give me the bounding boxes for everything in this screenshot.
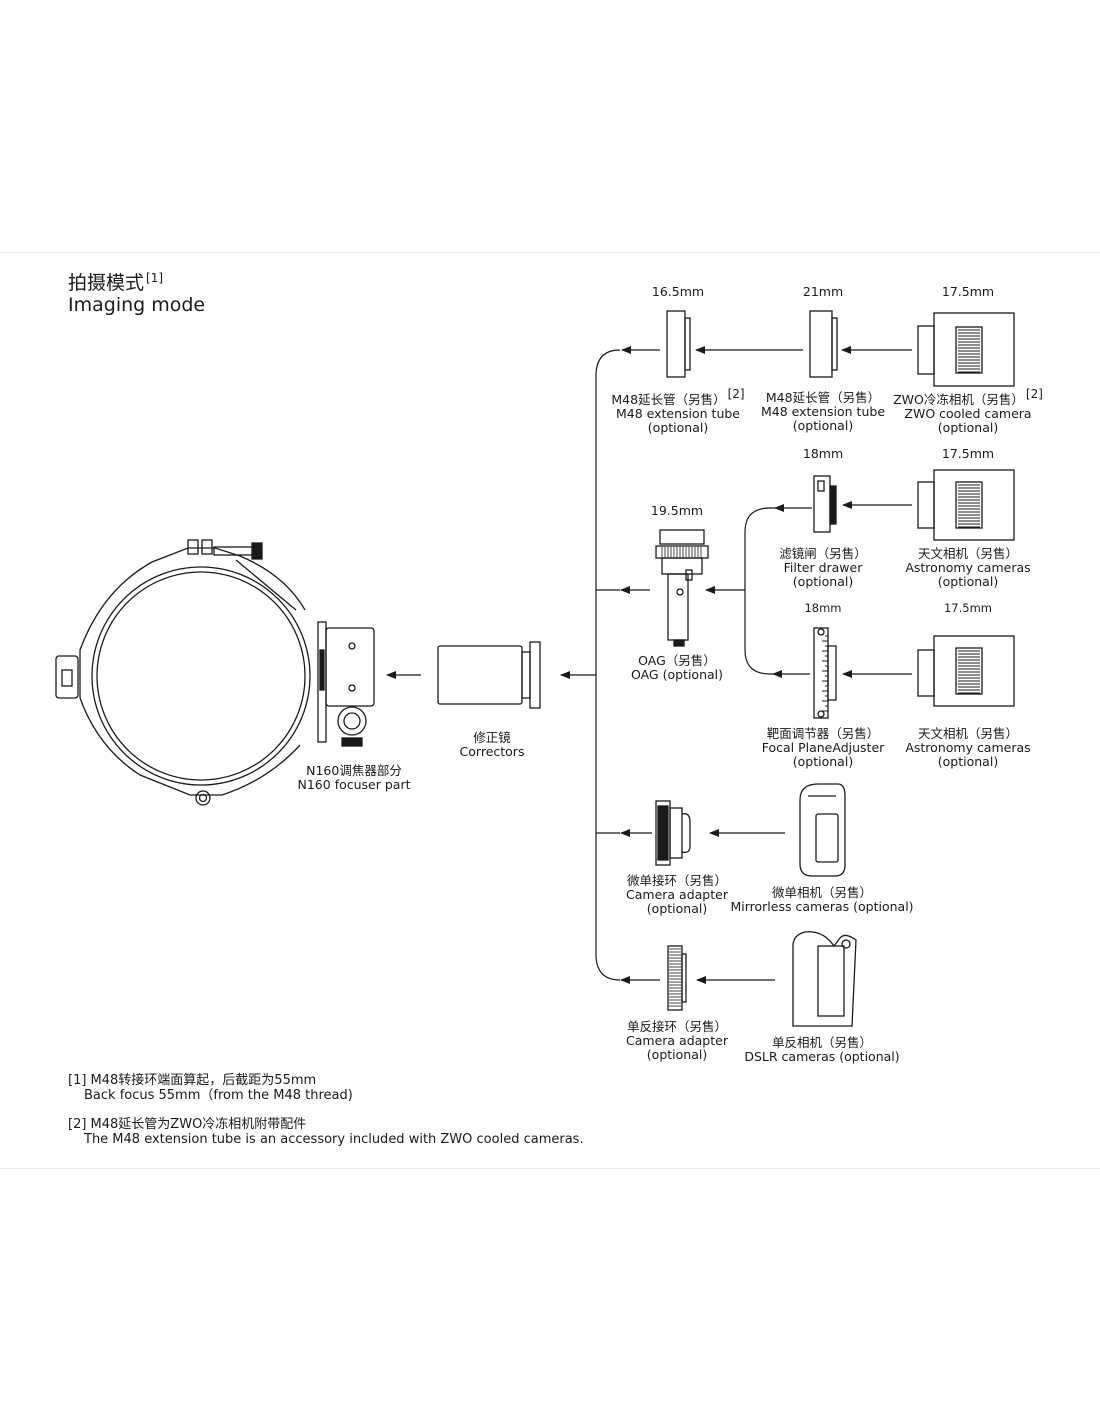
camera-adapter-mirrorless-drawing xyxy=(655,800,691,866)
astro2-label: 天文相机（另售）Astronomy cameras(optional) xyxy=(905,546,1031,589)
oag-label: OAG（另售）OAG (optional) xyxy=(630,653,724,682)
focal-plane-adjuster-drawing xyxy=(813,627,837,719)
trunk-line xyxy=(595,349,621,981)
astro-camera-2-drawing xyxy=(917,469,1015,541)
dslr-adapter-label: 单反接环（另售）Camera adapter(optional) xyxy=(626,1019,728,1062)
dslr-ridges xyxy=(661,547,702,1007)
connector-lines xyxy=(386,346,912,984)
m48-tube-b-drawing xyxy=(809,310,838,378)
camera-adapter-dslr-drawing xyxy=(667,945,687,1011)
astro-camera-3-drawing xyxy=(917,635,1015,707)
mirrorless-adapter-label: 微单接环（另售）Camera adapter(optional) xyxy=(626,873,728,916)
astro3-label: 天文相机（另售）Astronomy cameras(optional) xyxy=(905,726,1031,769)
oag-drawing xyxy=(655,529,709,647)
zwo-label: ZWO冷冻相机（另售）[2] ZWO cooled camera(optiona… xyxy=(893,387,1043,435)
footnote-1: [1] M48转接环端面算起，后截距为55mm Back focus 55mm（… xyxy=(68,1073,353,1104)
dslr-camera-label: 单反相机（另售）DSLR cameras (optional) xyxy=(744,1035,900,1064)
filter-label: 滤镜闸（另售）Filter drawer(optional) xyxy=(779,546,867,589)
focuser-drawing xyxy=(55,539,375,806)
zwo-dim: 17.5mm xyxy=(941,284,995,299)
dslr-camera-drawing xyxy=(792,931,857,1027)
title-en: Imaging mode xyxy=(68,294,206,316)
diagram-frame xyxy=(0,252,1100,1169)
m48-tube-a-drawing xyxy=(666,310,691,378)
astro2-dim: 17.5mm xyxy=(941,446,995,461)
oag-dim: 19.5mm xyxy=(650,503,704,518)
fpa-label: 靶面调节器（另售）Focal PlaneAdjuster(optional) xyxy=(761,726,885,769)
fpa-dim: 18mm xyxy=(804,601,842,615)
footnote-2: [2] M48延长管为ZWO冷冻相机附带配件 The M48 extension… xyxy=(68,1117,584,1148)
filter-drawer-drawing xyxy=(813,475,837,533)
fpa-ticks xyxy=(822,635,828,712)
m48-a-dim: 16.5mm xyxy=(651,284,705,299)
title-cn: 拍摄模式[1] xyxy=(68,271,164,294)
m48-a-label: M48延长管（另售）[2] M48 extension tube(optiona… xyxy=(611,387,745,435)
zwo-camera-drawing xyxy=(917,312,1015,387)
astro3-dim: 17.5mm xyxy=(943,601,993,615)
m48-b-dim: 21mm xyxy=(802,284,844,299)
mirrorless-camera-drawing xyxy=(799,783,846,877)
split-line xyxy=(744,507,776,675)
mirrorless-camera-label: 微单相机（另售）Mirrorless cameras (optional) xyxy=(730,885,914,914)
zwo-fins xyxy=(958,329,980,694)
filter-dim: 18mm xyxy=(802,446,844,461)
m48-b-label: M48延长管（另售）M48 extension tube(optional) xyxy=(760,390,886,433)
correctors-drawing xyxy=(437,641,541,709)
